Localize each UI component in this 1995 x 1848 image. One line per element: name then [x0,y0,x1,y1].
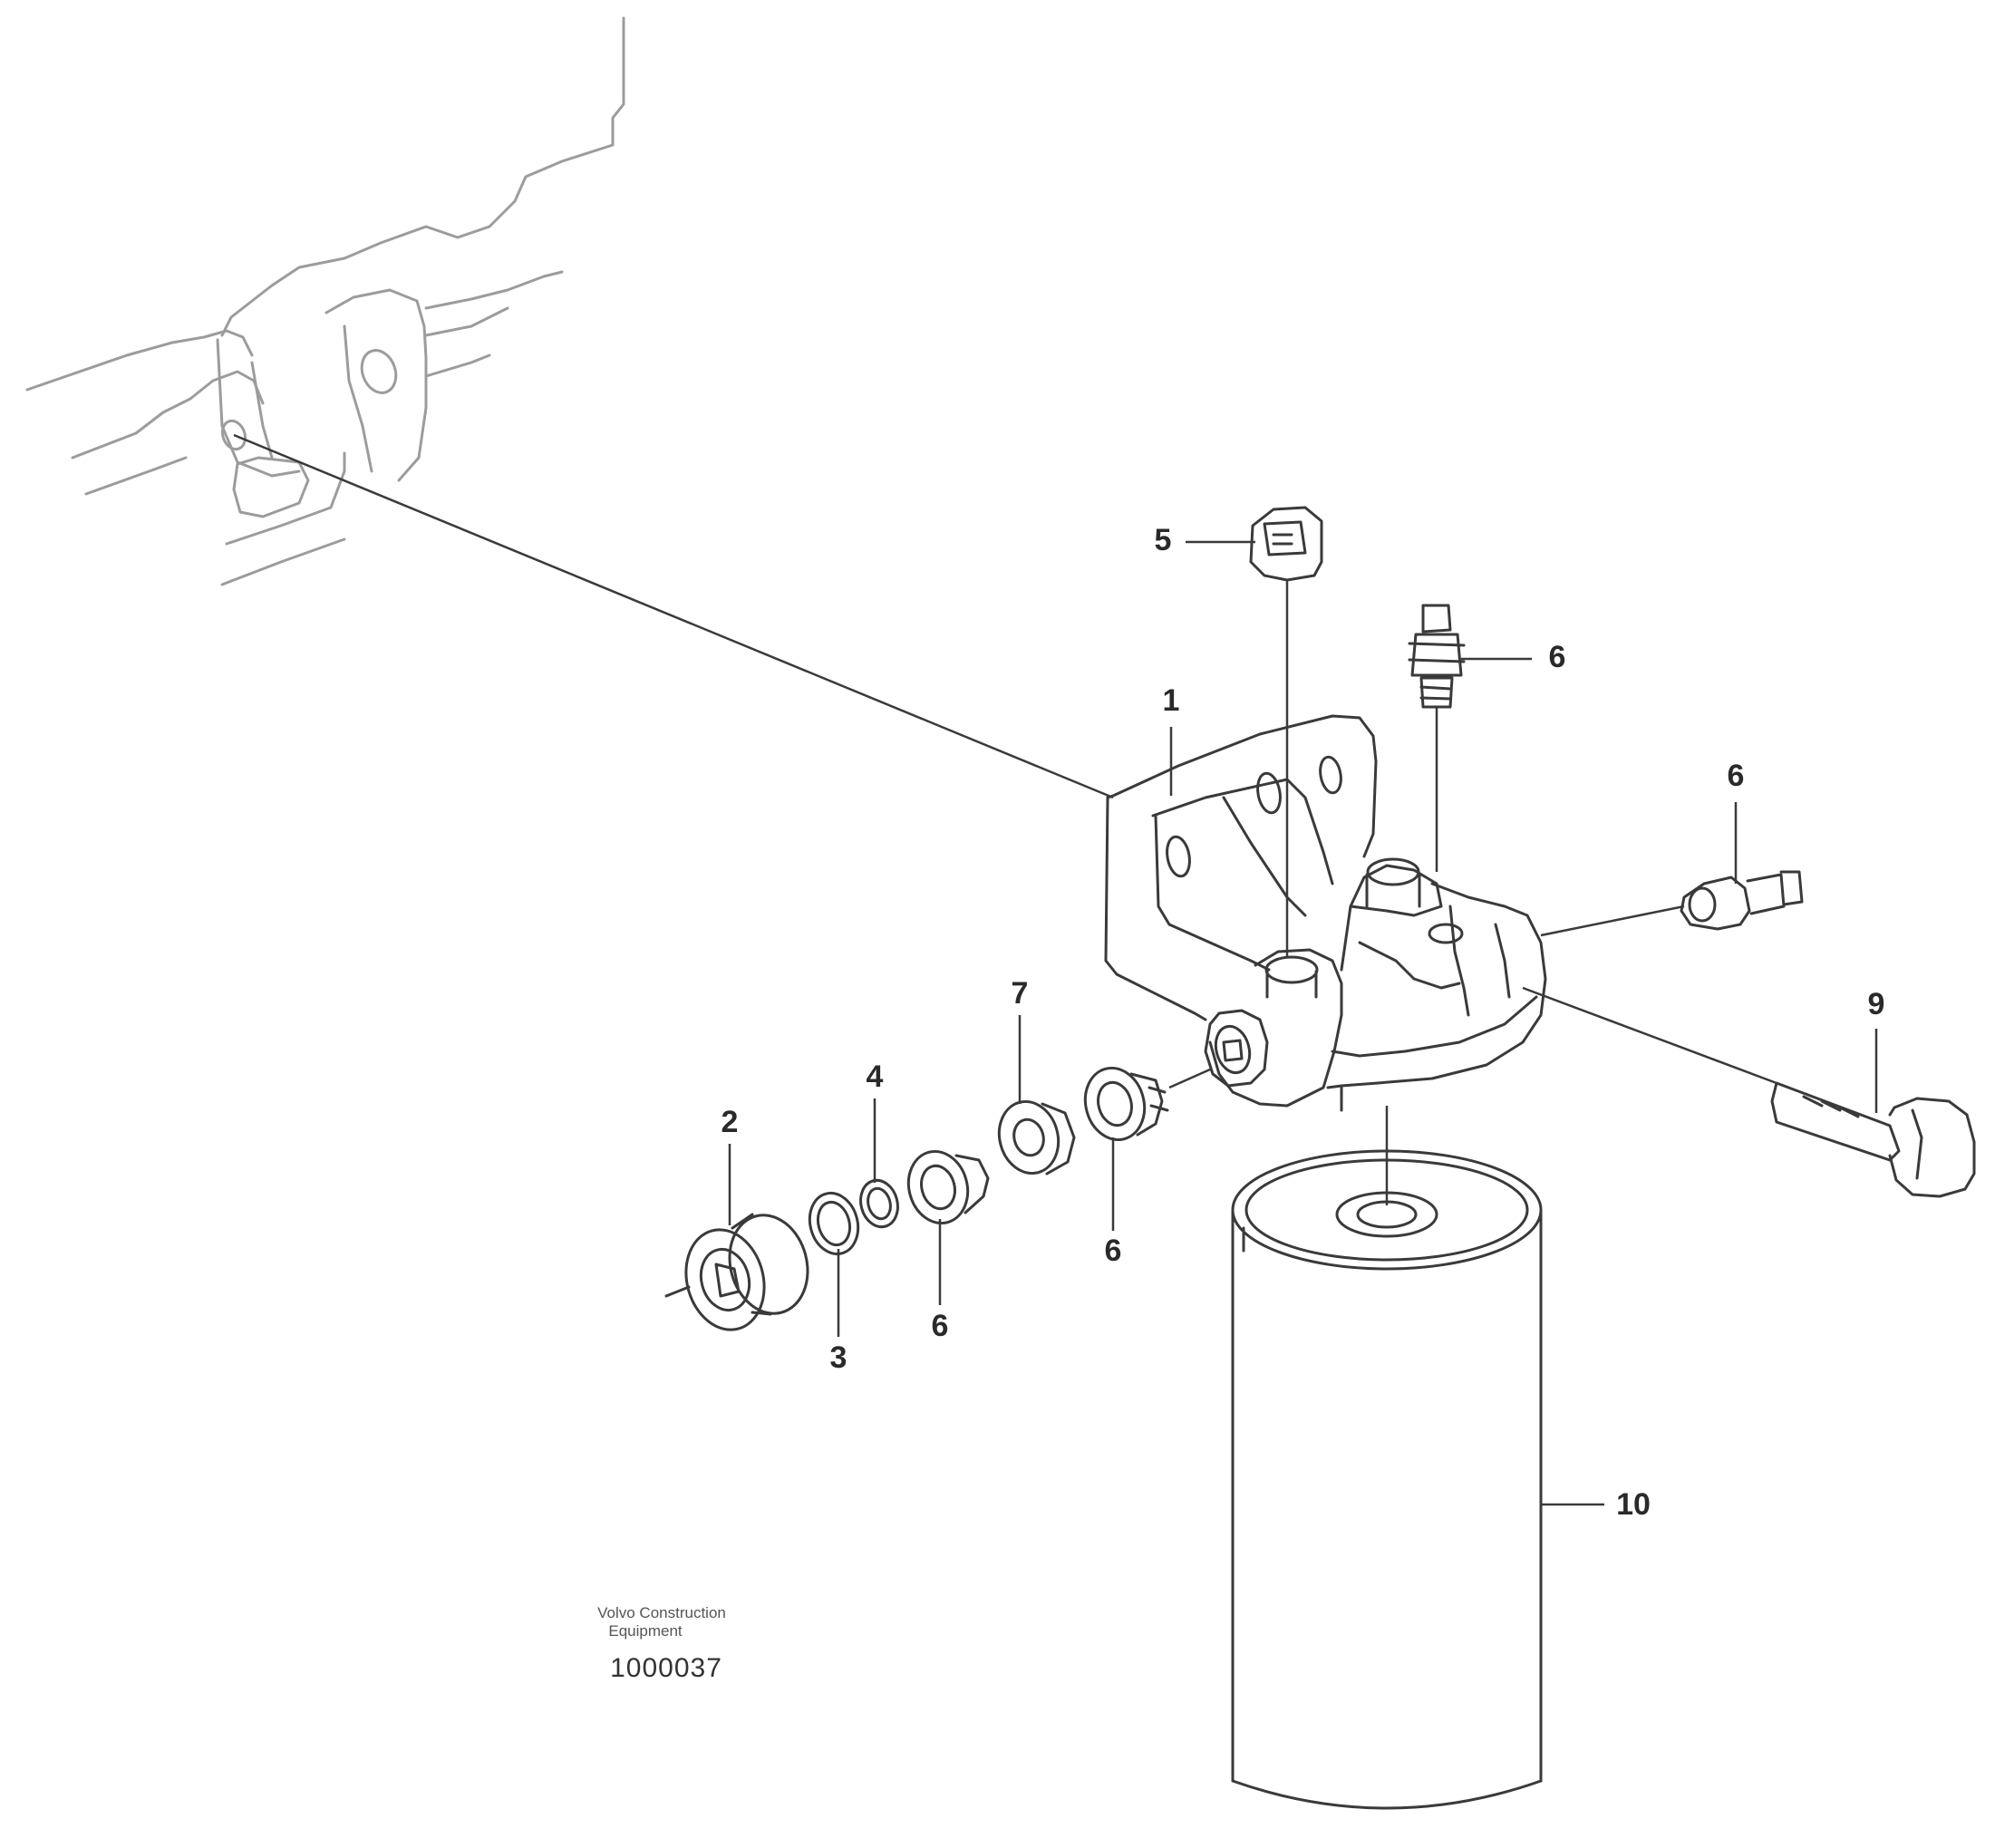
valve-plug [1083,1066,1169,1142]
side-port-plug [1204,1009,1269,1088]
callout-9: 9 [1868,987,1885,1021]
callout-7: 7 [1012,976,1029,1011]
hollow-bolt [1770,1081,1976,1198]
callout-4: 4 [867,1059,884,1094]
callout-10: 10 [1616,1487,1651,1522]
valve-piston [906,1149,990,1225]
callout-6-sensor: 6 [1549,640,1566,674]
mounting-leader-line [233,433,1114,799]
spring-seat [997,1099,1076,1176]
filter-cartridge [1231,1149,1543,1810]
callout-6-valve: 6 [932,1309,949,1343]
filter-head-housing [1208,857,1547,1112]
filter-bracket [1104,714,1378,1021]
seal-ring-3 [808,1191,860,1256]
callout-5: 5 [1155,523,1172,557]
callout-3: 3 [830,1340,847,1375]
end-cap [664,1213,809,1331]
callout-6-port: 6 [1105,1234,1122,1268]
temperature-sender [1680,870,1804,931]
callout-2: 2 [721,1105,739,1139]
callout-1: 1 [1163,683,1180,718]
drawing-code: 1000037 [610,1653,722,1683]
leader-lines [728,540,1878,1506]
top-plug [1249,506,1323,582]
callout-6-sender: 6 [1728,759,1745,793]
seal-ring-4 [859,1178,899,1229]
credit-line-1: Volvo Construction [597,1604,726,1621]
credit-line-2: Equipment [608,1622,683,1640]
pressure-sensor [1408,604,1466,709]
engine-block-outline [25,16,625,586]
